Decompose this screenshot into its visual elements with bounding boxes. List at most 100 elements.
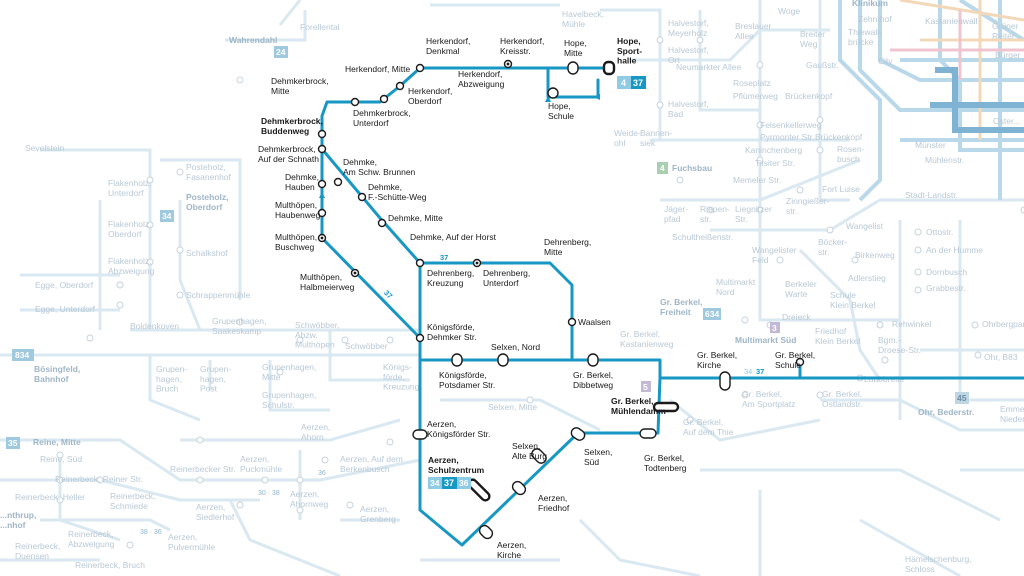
bg-label: Memeler Str. <box>733 175 781 185</box>
bg-label: Multimarkt Süd <box>735 335 796 345</box>
bg-label: Posteholz,Oberdorf <box>186 192 229 212</box>
stop-label major: Dehmkerbrock,Buddenweg <box>261 116 323 136</box>
bg-label: Birkenweg <box>855 250 895 260</box>
bg-label: Ottostr. <box>926 227 953 237</box>
bg-label: Adlerstieg <box>848 273 886 283</box>
bg-label: Havelbeck,Mühle <box>562 9 604 29</box>
bg-line-badge <box>703 308 721 320</box>
line-badge-label: 34 <box>430 478 440 488</box>
bg-label: Aerzen,Pulvermühle <box>168 532 216 552</box>
bg-line-badge <box>955 392 969 404</box>
bg-label: Aerzen,Grenberg <box>360 504 396 524</box>
bg-label: Felsenkellerweg <box>760 120 822 130</box>
bg-label: Ohr, Bederstr. <box>918 407 974 417</box>
bg-label: Bürger <box>995 50 1021 60</box>
bg-label: Schalkshof <box>186 248 228 258</box>
bg-label: Rosen-busch <box>837 144 865 164</box>
stop-label: Waalsen <box>578 317 611 327</box>
bg-label: Reinerbecker Str. <box>170 464 236 474</box>
bg-label: Woge <box>778 6 800 16</box>
bg-line-badge <box>641 381 651 392</box>
line-badge-label: 36 <box>459 478 469 488</box>
bg-label: Gaußstr. <box>806 60 839 70</box>
stop-label: Dehmke, Auf der Horst <box>410 232 497 242</box>
stop-label: Aerzen,Kirche <box>497 540 526 560</box>
bg-label: Fort Luise <box>822 184 860 194</box>
stop-label: Dehmke,F.-Schütte-Weg <box>368 182 427 202</box>
bg-label: Ohr, B83 <box>984 352 1018 362</box>
stop-label: Aerzen,Königsförder Str. <box>427 419 490 439</box>
stop-label: Herkendorf,Oberdorf <box>408 86 452 106</box>
bg-label: Reinerbeck, Bruch <box>75 560 145 570</box>
bg-label: Zinngießer-str. <box>786 196 830 216</box>
bg-label: Flakenholz,Oberdorf <box>108 219 151 239</box>
bg-label: Grabbestr. <box>926 283 966 293</box>
bg-label: Grupen-hagen,Bruch <box>156 364 187 394</box>
bg-line-badge <box>657 162 668 174</box>
stop-label: Königsförde,Potsdamer Str. <box>439 370 495 390</box>
stop-label: Aerzen,Friedhof <box>538 493 570 513</box>
bg-label: Posteholz,Fasanenhof <box>186 162 232 182</box>
bg-label: Wangelist <box>846 221 884 231</box>
bg-label: Hämelschenburg,Schloss <box>905 554 972 574</box>
line-number-label: 37 <box>440 253 448 262</box>
bg-label: Halvestorf,Meyerholz <box>668 18 709 38</box>
stop-label: Herkendorf, Mitte <box>345 64 410 74</box>
bg-label: Rehwinkel <box>892 319 931 329</box>
bg-label: Neumarkter Allee <box>676 62 741 72</box>
stop-label: Dehmke,Am Schw. Brunnen <box>343 157 416 177</box>
stop-label: Hope,Schule <box>548 101 574 121</box>
bg-label: Gr. Berkel,Freiheit <box>660 297 703 317</box>
bg-line-badge <box>770 322 780 333</box>
bg-label: Dreieck <box>782 312 812 322</box>
bg-label: Bösingfeld,Bahnhof <box>34 364 80 384</box>
bg-label: 38 · 36 <box>140 529 162 536</box>
line-number-label: 37 <box>756 367 764 376</box>
line-badge <box>617 76 631 89</box>
bg-line-badge <box>160 210 174 222</box>
bg-label: Grupenhagen,Schulstr. <box>262 390 316 410</box>
stop-label: Herkendorf,Denkmal <box>426 36 470 56</box>
stop-label: Dehrenberg,Unterdorf <box>483 268 530 288</box>
bg-label: Halvestorf,Bad <box>668 99 709 119</box>
bg-label: Selxen, Mitte <box>488 402 537 412</box>
stop-labels: Herkendorf,Denkmal Herkendorf,Kreisstr. … <box>258 36 815 560</box>
bg-label: Flakenholz,Abzweigung <box>108 256 155 276</box>
bg-label: Schwöbber,Abzw.Multhöpen <box>295 320 339 350</box>
stop-label: Dehmke, Mitte <box>388 213 443 223</box>
bg-label: An der Humme <box>926 245 983 255</box>
bg-label: Grupenhagen,Mitte <box>262 362 316 382</box>
bg-label: Reinerbeck,Schmiede <box>110 491 155 511</box>
bg-label: Grupen-hagen,Post <box>200 364 231 394</box>
bg-label: Grupenhagen,Saakeskamp <box>212 316 266 336</box>
bg-label: Fuchsbau <box>672 163 712 173</box>
bg-label: Klinikum <box>852 0 888 8</box>
bg-badge-label: 634 <box>705 309 719 319</box>
bg-label: Riepen-str. <box>700 204 730 224</box>
route-37 <box>317 59 1024 547</box>
bg-label: Tilsiter Str. <box>755 158 795 168</box>
line-number-label: 34 <box>744 367 752 376</box>
bg-label: Ohrbergpark <box>982 319 1024 329</box>
bg-label: Dornbusch <box>926 267 967 277</box>
line-badge <box>457 477 471 489</box>
bg-label: Kaninchenberg <box>745 145 802 155</box>
bg-badge-label: 834 <box>15 350 29 360</box>
bg-label: Roseplatz <box>733 78 771 88</box>
bg-badge-label: 24 <box>276 47 286 57</box>
bg-label: Gr. Berkel,Am Sportplatz <box>742 389 795 409</box>
bg-label: Egge, Unterdorf <box>35 304 96 314</box>
bg-label: Aerzen,Siedlerhof <box>196 502 235 522</box>
bg-label: Pflümerweg <box>733 91 778 101</box>
stop-label: Multhöpen,Buschweg <box>275 232 317 252</box>
bg-label: Flakenholz,Unterdorf <box>108 178 151 198</box>
bg-badge-label: 4 <box>660 163 665 173</box>
stop-label: Königsförde,Dehmker Str. <box>427 322 477 342</box>
